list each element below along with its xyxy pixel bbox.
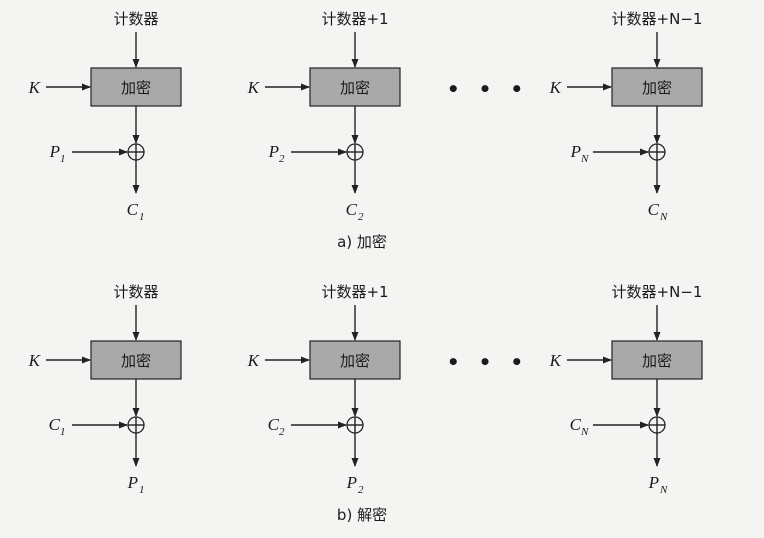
output-label: P xyxy=(127,473,138,492)
input-subscript: 2 xyxy=(279,153,285,165)
key-label: K xyxy=(247,78,261,97)
key-label: K xyxy=(549,78,563,97)
encrypt-box xyxy=(309,340,401,380)
output-subscript: 1 xyxy=(139,484,145,496)
decrypt-caption: b) 解密 xyxy=(337,506,387,524)
encrypt-box-label: 加密 xyxy=(340,352,370,370)
encrypt-box-label: 加密 xyxy=(121,79,151,97)
input-subscript: N xyxy=(580,426,589,438)
output-subscript: N xyxy=(659,484,668,496)
input-label: P xyxy=(268,142,279,161)
output-subscript: 2 xyxy=(358,484,364,496)
counter-label: 计数器 xyxy=(113,10,158,28)
output-label: P xyxy=(346,473,357,492)
encrypt-box xyxy=(611,67,703,107)
encrypt-box-label: 加密 xyxy=(340,79,370,97)
output-subscript: N xyxy=(659,211,668,223)
key-label: K xyxy=(28,351,42,370)
input-subscript: 2 xyxy=(279,426,285,438)
encrypt-box-label: 加密 xyxy=(642,352,672,370)
output-subscript: 2 xyxy=(358,211,364,223)
counter-label: 计数器+1 xyxy=(321,10,388,28)
ellipsis: • • • xyxy=(447,77,529,101)
counter-label: 计数器+1 xyxy=(321,283,388,301)
xor-icon xyxy=(346,416,364,434)
input-label: P xyxy=(49,142,60,161)
output-label: P xyxy=(648,473,659,492)
output-label: C xyxy=(648,200,660,219)
encrypt-box xyxy=(309,67,401,107)
input-label: P xyxy=(570,142,581,161)
counter-label: 计数器 xyxy=(113,283,158,301)
key-label: K xyxy=(247,351,261,370)
encrypt-caption: a) 加密 xyxy=(337,233,387,251)
key-label: K xyxy=(28,78,42,97)
xor-icon xyxy=(648,416,666,434)
input-label: C xyxy=(49,415,61,434)
counter-label: 计数器+N−1 xyxy=(612,283,703,301)
key-label: K xyxy=(549,351,563,370)
xor-icon xyxy=(648,143,666,161)
input-subscript: N xyxy=(580,153,589,165)
output-subscript: 1 xyxy=(139,211,145,223)
xor-icon xyxy=(127,143,145,161)
ellipsis: • • • xyxy=(447,350,529,374)
input-label: C xyxy=(268,415,280,434)
encrypt-box-label: 加密 xyxy=(642,79,672,97)
output-label: C xyxy=(346,200,358,219)
encrypt-box-label: 加密 xyxy=(121,352,151,370)
input-subscript: 1 xyxy=(60,153,66,165)
input-subscript: 1 xyxy=(60,426,66,438)
xor-icon xyxy=(346,143,364,161)
input-label: C xyxy=(570,415,582,434)
counter-label: 计数器+N−1 xyxy=(612,10,703,28)
encrypt-box xyxy=(90,340,182,380)
xor-icon xyxy=(127,416,145,434)
output-label: C xyxy=(127,200,139,219)
